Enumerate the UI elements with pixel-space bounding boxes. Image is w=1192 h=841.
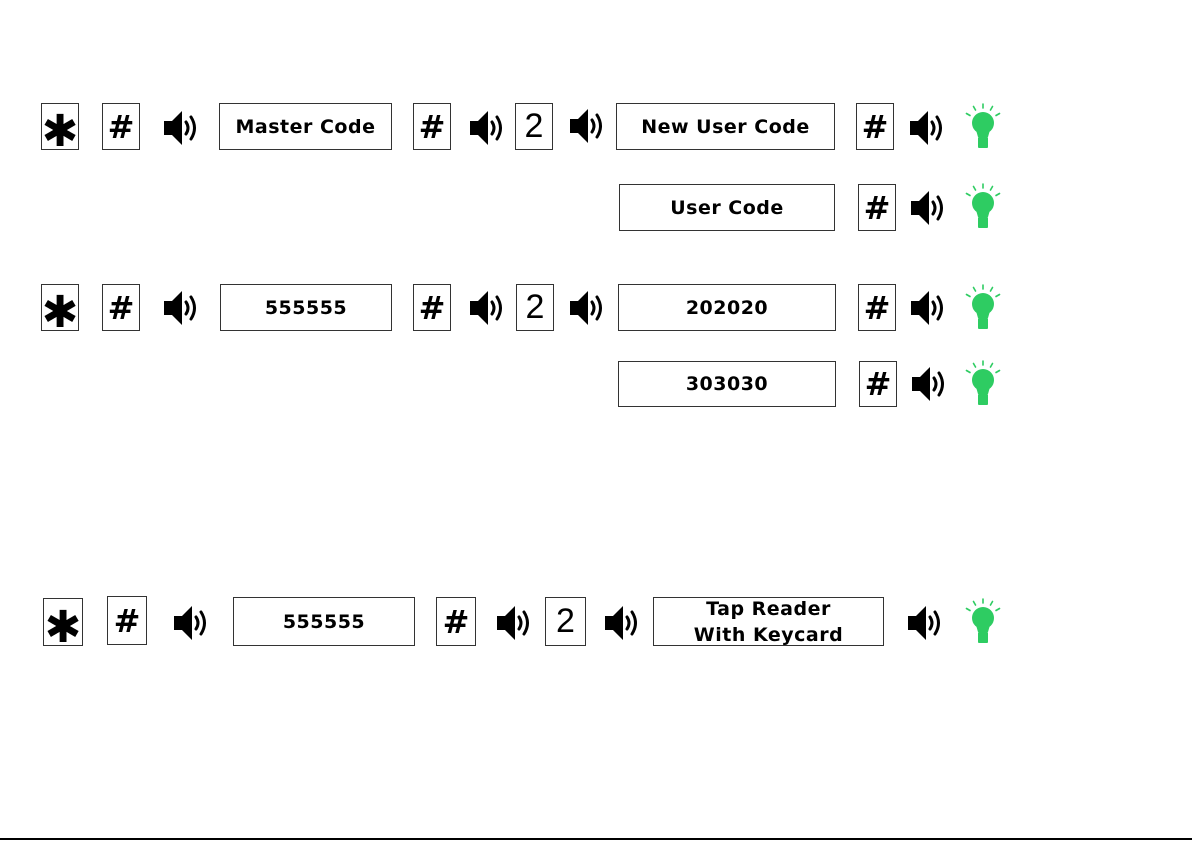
hash-key: # [107,596,147,645]
page-bottom-border [0,838,1192,840]
user-code-box: 303030 [618,361,836,407]
hash-key: # [856,103,894,150]
hash-key: # [436,597,476,646]
green-light-icon [962,284,1004,332]
green-light-icon [962,183,1004,231]
hash-key: # [859,361,897,407]
speaker-icon [567,288,609,328]
speaker-icon [909,364,951,404]
master-code-box: 555555 [220,284,392,331]
green-light-icon [962,103,1004,151]
star-key: ✱ [43,598,83,646]
star-key: ✱ [41,284,79,331]
new-user-code-box: 202020 [618,284,836,331]
green-light-icon [962,360,1004,408]
two-key: 2 [516,284,554,331]
speaker-icon [494,603,536,643]
speaker-icon [567,106,609,146]
green-light-icon [962,598,1004,646]
hash-key: # [102,284,140,331]
speaker-icon [467,108,509,148]
two-key: 2 [545,597,586,646]
new-user-code-box: New User Code [616,103,835,150]
hash-key: # [102,103,140,150]
with-keycard-line: With Keycard [694,622,843,648]
speaker-icon [905,603,947,643]
master-code-box: 555555 [233,597,415,646]
two-key: 2 [515,103,553,150]
tap-reader-box: Tap Reader With Keycard [653,597,884,646]
user-code-box: User Code [619,184,835,231]
tap-reader-line: Tap Reader [694,596,843,622]
speaker-icon [161,288,203,328]
master-code-box: Master Code [219,103,392,150]
speaker-icon [907,108,949,148]
speaker-icon [161,108,203,148]
hash-key: # [858,284,896,331]
speaker-icon [467,288,509,328]
speaker-icon [908,288,950,328]
hash-key: # [858,184,896,231]
hash-key: # [413,103,451,150]
speaker-icon [602,603,644,643]
speaker-icon [171,603,213,643]
speaker-icon [908,188,950,228]
star-key: ✱ [41,103,79,150]
hash-key: # [413,284,451,331]
